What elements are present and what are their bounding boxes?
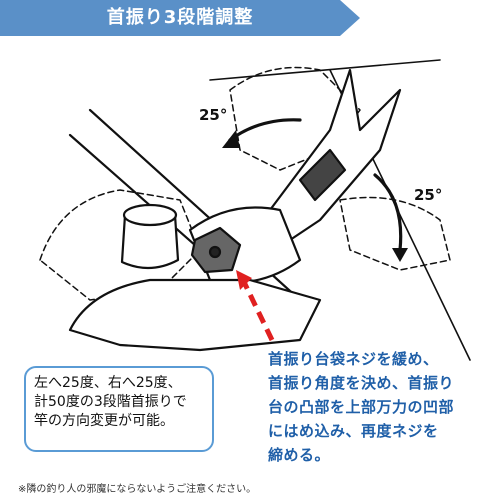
rod-ring-top (122, 203, 178, 227)
cradle-pad (298, 148, 347, 202)
title-banner-shape (0, 0, 360, 36)
instruction-line: 締める。 (268, 446, 331, 464)
title-banner (0, 0, 360, 36)
instruction-text: 首振り台袋ネジを緩め、 首振り角度を決め、首振り 台の凸部を上部万力の凹部 には… (268, 347, 498, 467)
rod-line-d (209, 59, 441, 81)
knob-center (208, 245, 222, 259)
ghost-outline-right (339, 196, 451, 271)
angle-left-label: 25° (199, 106, 228, 124)
footnote: ※隣の釣り人の邪魔にならないようご注意ください。 (18, 484, 257, 495)
angle-right-label: 25° (414, 186, 443, 204)
feature-note-box: 左へ25度、右へ25度、 計50度の3段階首振りで 竿の方向変更が可能。 (24, 366, 214, 452)
instruction-line: 首振り台袋ネジを緩め、 (268, 350, 439, 368)
pointer-arrow-line (241, 280, 275, 342)
dashed-arrow-icon (236, 270, 252, 290)
page-title: 首振り3段階調整 (106, 7, 254, 28)
clamp-base (68, 278, 322, 352)
rotation-arrow-left (228, 118, 302, 142)
note-line: 竿の方向変更が可能。 (34, 413, 174, 429)
arrowhead-left-icon (222, 130, 240, 148)
note-line: 左へ25度、右へ25度、 (34, 375, 182, 391)
instruction-line: 首振り角度を決め、首振り (268, 374, 455, 392)
instruction-line: 台の凸部を上部万力の凹部 (268, 398, 455, 416)
rotation-arrow-right (373, 173, 403, 252)
instruction-line: にはめ込み、再度ネジを (268, 422, 439, 440)
rod-holder-illustration (39, 59, 471, 361)
note-line: 計50度の3段階首振りで (34, 394, 187, 410)
ghost-outline-left (39, 189, 201, 301)
arrowhead-right-icon (392, 248, 408, 262)
